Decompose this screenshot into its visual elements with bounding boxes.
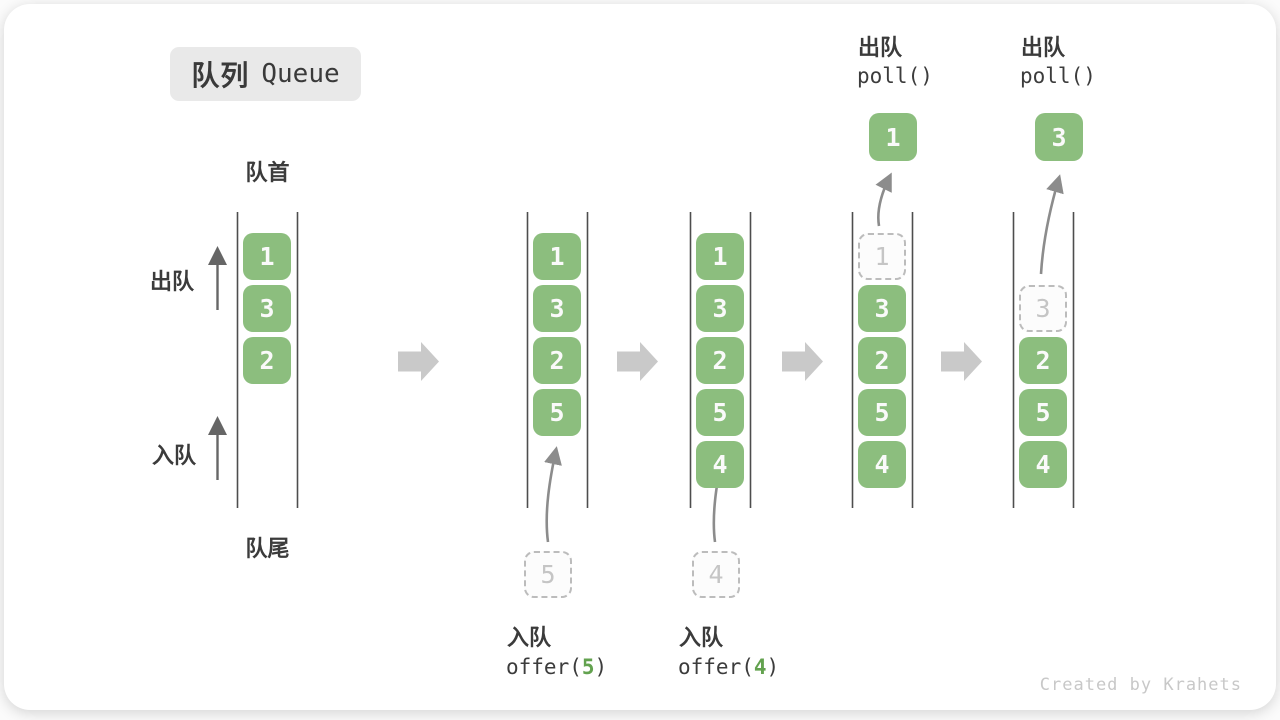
- queue-element: 4: [858, 441, 906, 488]
- title-en: Queue: [261, 59, 340, 89]
- watermark: Created by Krahets: [1039, 675, 1242, 695]
- label-dequeue: 出队: [150, 269, 195, 294]
- queue-element: 2: [696, 337, 744, 384]
- code-close: ): [766, 655, 780, 679]
- label-queue-front: 队首: [245, 160, 290, 185]
- label-enqueue: 入队: [152, 443, 197, 468]
- enqueue-arrow-icon: [544, 446, 562, 543]
- title-zh: 队列: [191, 60, 250, 91]
- queue-element: 1: [696, 233, 744, 280]
- code-arg: 5: [581, 655, 595, 679]
- removed-element-slot: 3: [1019, 285, 1067, 332]
- queue-element: 3: [858, 285, 906, 332]
- dequeue-arrow-icon: [875, 172, 892, 227]
- op-poll2-label: 出队: [1021, 35, 1066, 60]
- queue-element: 2: [1019, 337, 1067, 384]
- op-poll1-code: poll(): [857, 64, 933, 88]
- code-arg: 4: [753, 655, 767, 679]
- op-enqueue5-code: offer(5): [506, 655, 607, 679]
- staged-element: 5: [524, 551, 572, 598]
- queue-element: 1: [243, 233, 291, 280]
- queue-element: 5: [1019, 389, 1067, 436]
- code-close: ): [594, 655, 608, 679]
- queue-element: 3: [533, 285, 581, 332]
- queue-element: 1: [533, 233, 581, 280]
- popped-element: 1: [869, 113, 917, 161]
- op-poll2-code: poll(): [1020, 64, 1096, 88]
- queue-element: 3: [696, 285, 744, 332]
- removed-element-slot: 1: [858, 233, 906, 280]
- queue-element: 2: [243, 337, 291, 384]
- queue-element: 4: [1019, 441, 1067, 488]
- op-poll1-label: 出队: [858, 35, 903, 60]
- queue-element: 2: [858, 337, 906, 384]
- dequeue-arrow-icon: [1039, 174, 1064, 275]
- op-enqueue4-label: 入队: [679, 625, 724, 650]
- queue-element: 5: [533, 389, 581, 436]
- queue-element: 2: [533, 337, 581, 384]
- queue-element: 4: [696, 441, 744, 488]
- label-queue-rear: 队尾: [245, 536, 290, 561]
- queue-element: 5: [696, 389, 744, 436]
- staged-element: 4: [692, 551, 740, 598]
- code-fn: offer(: [678, 655, 754, 679]
- queue-channel-lines: [236, 212, 1075, 508]
- queue-element: 3: [243, 285, 291, 332]
- title-badge: 队列 Queue: [170, 47, 361, 101]
- queue-element: 5: [858, 389, 906, 436]
- op-enqueue4-code: offer(4): [678, 655, 779, 679]
- code-fn: offer(: [506, 655, 582, 679]
- op-enqueue5-label: 入队: [507, 625, 552, 650]
- popped-element: 3: [1035, 113, 1083, 161]
